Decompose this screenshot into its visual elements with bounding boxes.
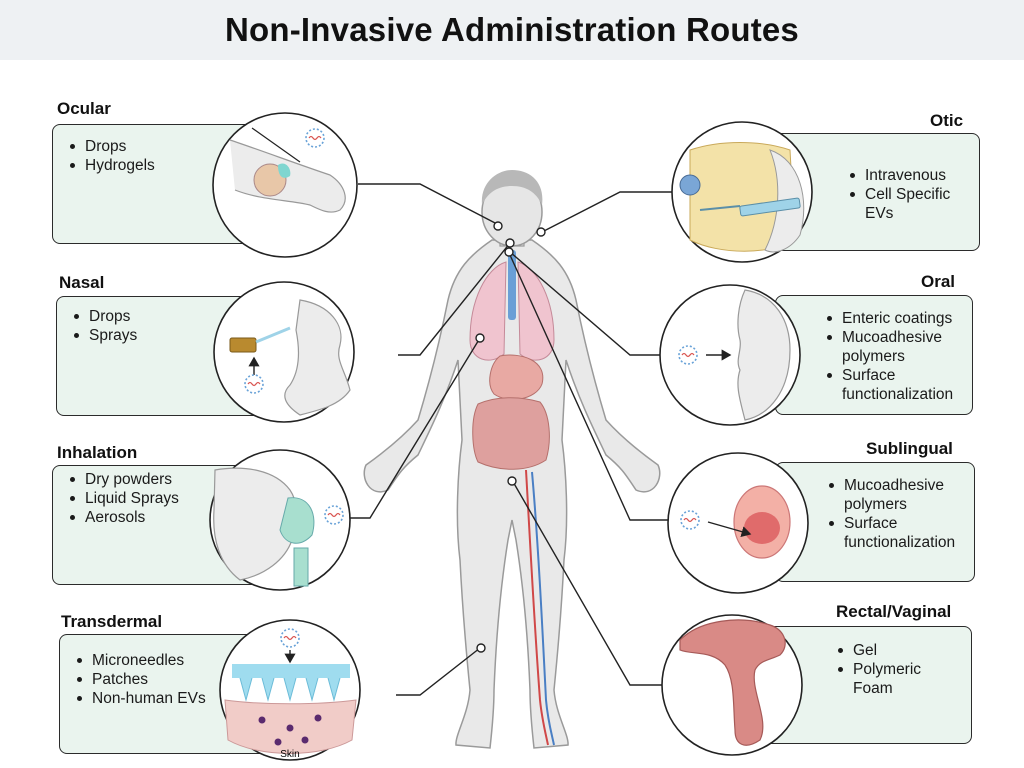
eye [253, 163, 287, 197]
list-item: Mucoadhesive [824, 328, 953, 347]
oral-illustration [659, 284, 801, 426]
route-label-otic: Otic [930, 111, 964, 130]
ev-particle-icon [305, 128, 325, 148]
list-item: functionalization [844, 534, 956, 551]
list-item: Hydrogels [67, 156, 155, 175]
route-label-inhalation: Inhalation [57, 443, 138, 462]
ev-particle-icon [680, 510, 700, 530]
list-nasal: Drops Sprays [71, 307, 137, 345]
nasal-illustration [213, 281, 355, 423]
list-item: Enteric coatings [824, 309, 953, 328]
leader-ocular [358, 183, 498, 225]
list-item: Drops [71, 307, 137, 326]
list-item: Foam [853, 680, 893, 697]
leader-sublingual [509, 254, 668, 521]
list-item: Polymeric [835, 660, 921, 679]
list-item: Aerosols [67, 508, 179, 527]
mask-icon [279, 497, 315, 544]
rectal-vaginal-illustration [661, 614, 803, 756]
anchor-dot-rectal [507, 476, 517, 486]
list-item: Liquid Sprays [67, 489, 179, 508]
otic-illustration [671, 121, 813, 263]
list-item: polymers [842, 348, 905, 365]
list-oral: Enteric coatings Mucoadhesive polymers S… [824, 309, 953, 404]
ocular-illustration [212, 112, 358, 258]
list-transdermal: Microneedles Patches Non-human EVs [74, 651, 206, 708]
human-body-figure [363, 170, 661, 749]
artery [525, 469, 549, 746]
syringe-icon [739, 197, 801, 217]
ev-particle-icon [280, 628, 300, 648]
list-item: Surface [826, 514, 955, 533]
list-item: EVs [865, 205, 894, 222]
list-item: Surface [824, 366, 953, 385]
hair [481, 170, 543, 205]
face-profile [284, 299, 351, 416]
trachea [508, 250, 516, 320]
route-label-oral: Oral [921, 272, 956, 291]
anchor-dot-transdermal [476, 643, 486, 653]
list-otic: Intravenous Cell Specific EVs [847, 166, 950, 223]
anchor-dot-otic [536, 227, 546, 237]
spray-bottle-icon [229, 337, 257, 353]
ev-particle-icon [324, 505, 344, 525]
list-sublingual: Mucoadhesive polymers Surface functional… [826, 476, 955, 552]
page-title: Non-Invasive Administration Routes [225, 11, 799, 48]
stomach [489, 354, 544, 400]
title-bar: Non-Invasive Administration Routes [0, 0, 1024, 60]
list-item: Non-human EVs [74, 689, 206, 708]
nebulizer-tube [293, 547, 309, 587]
leader-nasal [398, 242, 511, 356]
anchor-dot-nasal [505, 238, 515, 248]
route-label-ocular: Ocular [57, 99, 111, 118]
tongue [744, 512, 780, 544]
leader-rectal [511, 479, 662, 686]
list-item: Dry powders [67, 470, 179, 489]
inhalation-illustration [209, 449, 351, 591]
route-label-rectal-vaginal: Rectal/Vaginal [836, 602, 952, 621]
rectum-organ-icon [679, 619, 786, 746]
transdermal-illustration: Skin [219, 619, 361, 761]
microneedle-patch-icon [232, 664, 350, 678]
skin-label: Skin [280, 749, 299, 760]
face-profile [737, 289, 791, 421]
card-oral: Enteric coatings Mucoadhesive polymers S… [775, 295, 973, 415]
ev-particle-icon [678, 345, 698, 365]
list-item: Sprays [71, 326, 137, 345]
list-item: Gel [835, 641, 921, 660]
leader-oral [509, 251, 665, 356]
list-item: Cell Specific [847, 185, 950, 204]
anchor-dots [475, 221, 546, 653]
list-item: Intravenous [847, 166, 950, 185]
route-label-sublingual: Sublingual [866, 439, 953, 458]
route-label-transdermal: Transdermal [61, 612, 163, 631]
drop-gel [278, 163, 291, 178]
sublingual-illustration [667, 452, 809, 594]
inner-ear-icon [679, 174, 701, 196]
anchor-dot-ocular [493, 221, 503, 231]
leader-lines [346, 183, 675, 696]
anchor-dot-inhalation [475, 333, 485, 343]
list-item: Microneedles [74, 651, 206, 670]
list-ocular: Drops Hydrogels [67, 137, 155, 175]
list-inhalation: Dry powders Liquid Sprays Aerosols [67, 470, 179, 527]
ev-particle-icon [244, 374, 264, 394]
list-item: Drops [67, 137, 155, 156]
list-item: functionalization [842, 386, 954, 403]
route-label-nasal: Nasal [59, 273, 105, 292]
list-rectal-vaginal: Gel Polymeric Foam [835, 641, 921, 698]
list-item: Mucoadhesive [826, 476, 955, 495]
list-item: polymers [844, 496, 907, 513]
card-rectal-vaginal: Gel Polymeric Foam [762, 626, 972, 744]
leader-inhalation [346, 337, 481, 519]
intestines [472, 397, 550, 470]
leader-transdermal [396, 647, 481, 696]
leader-otic [541, 191, 675, 233]
list-item: Patches [74, 670, 206, 689]
anchor-dot-oral [504, 247, 514, 257]
spray-mist [255, 326, 291, 344]
